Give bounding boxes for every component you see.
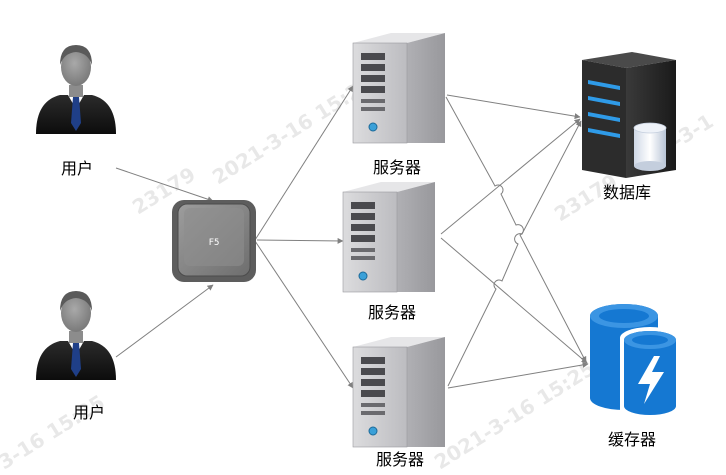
edge-f5-server3 [254, 240, 354, 389]
f5-label: F5 [209, 238, 220, 248]
edge-server3-cache [447, 361, 589, 389]
server-icon [352, 32, 446, 144]
node-server-3: 服务器 [352, 336, 446, 469]
watermark: 2021-3-16 15:25 [208, 71, 377, 189]
node-server-1: 服务器 [352, 32, 446, 177]
node-user-2: 用户 [36, 291, 116, 422]
server-label: 服务器 [373, 158, 421, 177]
node-server-2: 服务器 [342, 181, 436, 322]
edge-server3-database [447, 120, 582, 387]
edge-f5-server1 [254, 85, 354, 241]
connectors [115, 85, 589, 389]
edge-user1-f5 [115, 167, 214, 203]
node-f5-load-balancer: F5 [172, 200, 256, 282]
cache-label: 缓存器 [608, 430, 656, 449]
cache-icon [590, 304, 680, 421]
user-icon [36, 291, 116, 380]
edge-server1-database [446, 94, 581, 120]
edge-server2-database [440, 118, 581, 235]
node-database: 数据库 [582, 52, 676, 202]
edge-server1-cache [445, 96, 587, 363]
server-icon [352, 336, 446, 448]
database-icon [582, 52, 676, 178]
edge-f5-server2 [256, 237, 344, 244]
node-user-1: 用户 [36, 45, 116, 178]
database-label: 数据库 [603, 183, 651, 202]
user-label: 用户 [73, 403, 105, 422]
server-label: 服务器 [368, 303, 416, 322]
edge-user2-f5 [115, 284, 214, 358]
user-icon [36, 45, 116, 134]
node-cache: 缓存器 [590, 304, 680, 449]
watermark: 2021-3-16 15:25 [430, 356, 599, 474]
edge-server2-cache [440, 237, 588, 364]
user-label: 用户 [61, 159, 93, 178]
server-icon [342, 181, 436, 293]
server-label: 服务器 [376, 450, 424, 469]
